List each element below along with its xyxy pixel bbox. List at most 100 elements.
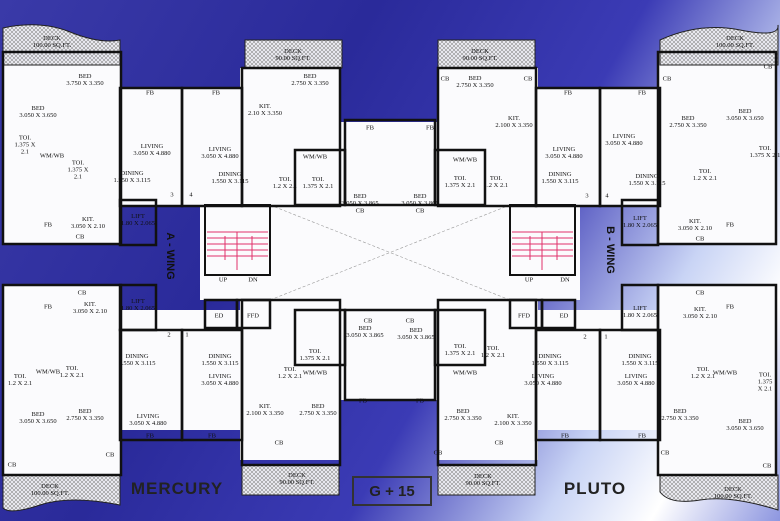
- stair-up-label: UP: [218, 276, 228, 284]
- room-label: FB: [146, 432, 154, 440]
- wing-label-a: A - WING: [164, 232, 176, 280]
- room-label: TOI. 1.375 X 2.1: [757, 371, 773, 393]
- room-label: 3: [170, 191, 174, 199]
- room-label: CB: [660, 449, 670, 457]
- room-label: LIFT 1.80 X 2.065: [623, 215, 657, 229]
- room-label: KIT. 2.100 X 3.350: [495, 115, 533, 129]
- room-label: FB: [564, 89, 572, 97]
- room-label: DINING 1.550 X 3.115: [201, 353, 239, 367]
- walls: [1, 50, 778, 477]
- room-label: DINING 1.550 X 3.115: [118, 353, 156, 367]
- room-label: WM/WB: [39, 152, 65, 160]
- room-label: LIVING 3.050 X 4.880: [129, 413, 167, 427]
- stair-down-label: DN: [248, 276, 258, 284]
- room-label: BED 3.050 X 3.650: [726, 418, 764, 432]
- room-label: CB: [363, 317, 373, 325]
- room-label: TOI. 1.2 X 2.1: [480, 345, 506, 359]
- tower-name-mercury: MERCURY: [130, 479, 224, 498]
- room-label: TOI. 1.375 X 2.1: [67, 159, 89, 181]
- room-label: BED 2.750 X 3.350: [291, 73, 329, 87]
- room-label: TOI. 1.2 X 2.1: [277, 366, 303, 380]
- room-label: LIVING 3.050 X 4.880: [133, 143, 171, 157]
- room-label: CB: [695, 289, 705, 297]
- room-label: BED 3.050 X 3.865: [397, 327, 435, 341]
- room-label: FB: [212, 89, 220, 97]
- room-label: TOI. 1.2 X 2.1: [483, 175, 509, 189]
- room-label: CB: [523, 75, 533, 83]
- room-label: BED 3.050 X 3.865: [401, 193, 439, 207]
- room-label: FB: [359, 397, 367, 405]
- room-label: ED: [214, 312, 224, 320]
- room-label: FB: [366, 124, 374, 132]
- room-label: BED 3.050 X 3.650: [726, 108, 764, 122]
- room-label: FFD: [247, 312, 259, 320]
- tower-name-pluto: PLUTO: [563, 479, 627, 498]
- room-label: DECK 100.00 SQ.FT.: [713, 486, 753, 500]
- room-label: TOI. 1.375 X 2.1: [444, 175, 476, 189]
- room-label: FB: [726, 303, 734, 311]
- room-label: BED 3.750 X 3.350: [66, 73, 104, 87]
- room-label: LIFT 1.80 X 2.065: [121, 298, 155, 312]
- room-label: LIVING 3.050 X 4.880: [201, 146, 239, 160]
- room-label: FB: [416, 397, 424, 405]
- floor-plate: [3, 52, 776, 475]
- room-label: TOI. 1.2 X 2.1: [690, 366, 716, 380]
- room-label: FB: [561, 432, 569, 440]
- room-label: 3: [585, 192, 589, 200]
- room-label: TOI. 1.375 X 2.1: [444, 343, 476, 357]
- room-label: LIVING 3.050 X 4.880: [201, 373, 239, 387]
- room-label: CB: [763, 63, 773, 71]
- room-label: 1: [185, 331, 189, 339]
- room-label: DINING 1.550 X 3.115: [113, 170, 151, 184]
- room-label: BED 2.750 X 3.350: [669, 115, 707, 129]
- room-label: DECK 100.00 SQ.FT.: [32, 35, 72, 49]
- room-label: BED 3.050 X 3.865: [341, 193, 379, 207]
- room-label: WM/WB: [452, 156, 478, 164]
- room-label: LIFT 1.80 X 2.065: [121, 213, 155, 227]
- room-label: DINING 1.550 X 3.115: [621, 353, 659, 367]
- room-label: 1: [604, 333, 608, 341]
- room-label: CB: [405, 317, 415, 325]
- room-label: FB: [426, 124, 434, 132]
- room-label: BED 3.050 X 3.650: [19, 105, 57, 119]
- room-label: DECK 90.00 SQ.FT.: [462, 48, 498, 62]
- room-label: CB: [274, 439, 284, 447]
- room-label: CB: [415, 207, 425, 215]
- room-label: FFD: [518, 312, 530, 320]
- room-label: WM/WB: [452, 369, 478, 377]
- room-label: LIFT 1.80 X 2.065: [623, 305, 657, 319]
- room-label: 4: [189, 191, 193, 199]
- room-label: KIT. 3.050 X 2.10: [683, 306, 717, 320]
- room-label: FB: [726, 221, 734, 229]
- room-label: FB: [44, 303, 52, 311]
- room-label: LIVING 3.050 X 4.880: [545, 146, 583, 160]
- room-label: 2: [583, 333, 587, 341]
- room-label: CB: [105, 451, 115, 459]
- room-label: KIT. 3.050 X 2.10: [71, 216, 105, 230]
- room-label: WM/WB: [35, 368, 61, 376]
- room-label: DINING 1.550 X 3.115: [211, 171, 249, 185]
- room-label: FB: [44, 221, 52, 229]
- room-label: DINING 1.550 X 3.115: [628, 173, 666, 187]
- room-label: FB: [208, 432, 216, 440]
- room-label: BED 3.050 X 3.865: [346, 325, 384, 339]
- room-label: DECK 90.00 SQ.FT.: [275, 48, 311, 62]
- room-label: KIT. 3.050 X 2.10: [73, 301, 107, 315]
- room-label: BED 2.750 X 3.350: [661, 408, 699, 422]
- room-label: CB: [695, 235, 705, 243]
- room-label: CB: [440, 75, 450, 83]
- room-label: BED 2.750 X 3.350: [299, 403, 337, 417]
- room-label: BED 2.750 X 3.350: [66, 408, 104, 422]
- room-label: TOI. 1.375 X 2.1: [14, 134, 36, 156]
- room-label: CB: [662, 75, 672, 83]
- room-label: CB: [7, 461, 17, 469]
- room-label: TOI. 1.2 X 2.1: [7, 373, 33, 387]
- room-label: FB: [146, 89, 154, 97]
- room-label: DECK 90.00 SQ.FT.: [465, 473, 501, 487]
- room-label: DINING 1.550 X 3.115: [531, 353, 569, 367]
- room-label: TOI. 1.375 X 2.1: [299, 348, 331, 362]
- room-label: KIT. 2.100 X 3.350: [246, 403, 284, 417]
- room-label: FB: [638, 432, 646, 440]
- room-label: KIT. 2.10 X 3.350: [248, 103, 282, 117]
